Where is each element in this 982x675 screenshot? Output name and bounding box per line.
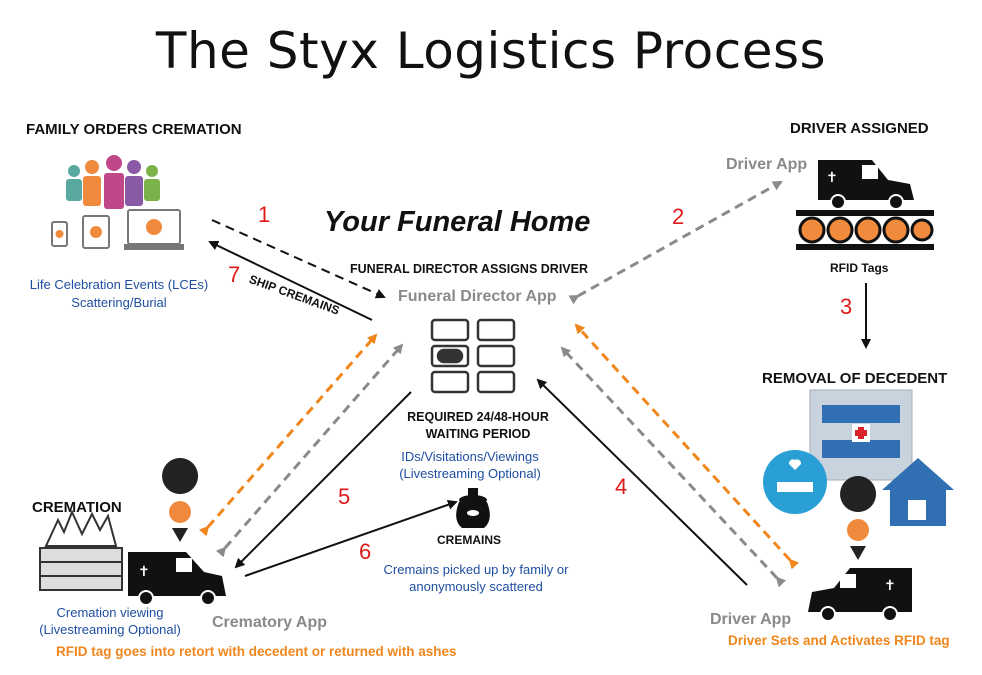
arrow-4	[536, 378, 748, 586]
cremation-viewing-1: Cremation viewing	[56, 605, 164, 620]
driver-rfid-note: Driver Sets and Activates RFID tag	[728, 633, 950, 648]
arrow-7	[208, 240, 373, 321]
arrow-1	[211, 219, 386, 299]
arrow-right-gray	[560, 346, 787, 588]
arrow-6	[244, 499, 458, 577]
furnace-icon	[39, 509, 123, 591]
removal-heading: REMOVAL OF DECEDENT	[762, 370, 948, 387]
step-1: 1	[258, 202, 271, 227]
svg-text:✝: ✝	[884, 578, 896, 594]
cremains-note-1: Cremains picked up by family or	[383, 562, 569, 577]
step-4: 4	[615, 474, 628, 499]
family-heading: FAMILY ORDERS CREMATION	[26, 121, 242, 138]
ids-line-2: (Livestreaming Optional)	[399, 466, 541, 481]
rfid-tags-label: RFID Tags	[830, 261, 889, 275]
step-3: 3	[840, 294, 853, 319]
hearse-top-icon: ✝	[818, 160, 914, 210]
hearse-bottom-icon: ✝	[808, 568, 912, 622]
hearse-crematory-icon: ✝	[128, 552, 226, 606]
home-icon	[882, 458, 954, 526]
driver-app-top-label: Driver App	[726, 156, 808, 173]
waiting-line-1: REQUIRED 24/48-HOUR	[407, 410, 549, 424]
lce-line-1: Life Celebration Events (LCEs)	[29, 277, 209, 292]
arrow-2	[568, 180, 783, 305]
funeral-director-locker-icon	[430, 318, 516, 394]
waiting-line-2: WAITING PERIOD	[425, 427, 531, 441]
driver-assigned-heading: DRIVER ASSIGNED	[790, 120, 929, 137]
care-bed-icon	[763, 450, 827, 514]
ids-line-1: IDs/Visitations/Viewings	[401, 449, 539, 464]
cremains-heading: CREMAINS	[437, 533, 502, 547]
cremation-heading: CREMATION	[32, 499, 122, 516]
funeral-home-heading: Your Funeral Home	[324, 206, 591, 238]
retort-note: RFID tag goes into retort with decedent …	[56, 644, 457, 659]
step-6: 6	[359, 539, 372, 564]
lce-line-2: Scattering/Burial	[71, 295, 167, 310]
rfid-pin-left-icon	[162, 458, 199, 542]
step-2: 2	[672, 204, 685, 229]
step-7: 7	[228, 262, 241, 287]
urn-icon	[456, 488, 490, 528]
fd-assigns-label: FUNERAL DIRECTOR ASSIGNS DRIVER	[350, 262, 588, 276]
fd-app-label: Funeral Director App	[398, 288, 557, 305]
devices-icon	[51, 209, 184, 250]
arrow-left-gray	[215, 343, 404, 558]
rfid-tags-icon	[796, 210, 934, 250]
arrow-left-orange	[198, 333, 378, 537]
hospital-icon	[809, 389, 913, 481]
cremains-note-2: anonymously scattered	[409, 579, 543, 594]
rfid-pin-right-icon	[840, 476, 877, 560]
crematory-app-label: Crematory App	[212, 614, 327, 631]
arrow-right-orange	[574, 323, 800, 570]
family-people-icon	[66, 155, 160, 209]
page-title: The Styx Logistics Process	[155, 22, 827, 80]
driver-app-bottom-label: Driver App	[710, 611, 792, 628]
svg-text:✝: ✝	[138, 564, 150, 580]
svg-text:✝: ✝	[826, 170, 838, 186]
cremation-viewing-2: (Livestreaming Optional)	[39, 622, 181, 637]
step-5: 5	[338, 484, 351, 509]
